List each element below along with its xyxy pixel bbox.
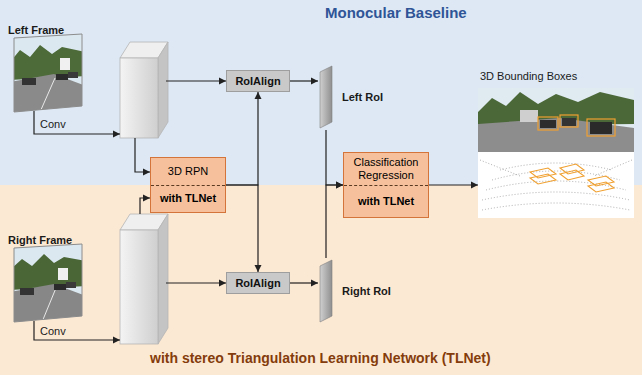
roialign-box: RoIAlign: [226, 272, 290, 294]
node-sublabel: with TLNet: [151, 185, 225, 213]
node-label: Right RoI: [342, 285, 391, 298]
node-label: Left RoI: [342, 91, 383, 104]
flow-arrow: [326, 185, 343, 258]
roi-slab: [320, 66, 332, 128]
node-label: RoIAlign: [235, 277, 280, 290]
feature-map: [120, 214, 168, 344]
flow-arrow: [226, 185, 258, 272]
node-label: 3D Bounding Boxes: [478, 70, 636, 83]
node-label: Left Frame: [6, 24, 64, 37]
flow-arrow: [290, 80, 318, 81]
frame-image: [10, 30, 86, 114]
feature-map: [120, 42, 168, 138]
region-title: Monocular Baseline: [325, 4, 467, 22]
node-label: 3D RPN: [151, 158, 225, 185]
region-title: with stereo Triangulation Learning Netwo…: [150, 350, 491, 367]
conv-arrow: [34, 81, 226, 340]
frame-image: [10, 240, 86, 324]
result-image: [478, 88, 634, 218]
region-band: Monocular BaselineLeft FrameRoIAlignLeft…: [0, 0, 642, 185]
flow-arrow: [326, 130, 343, 185]
flow-arrow: [226, 92, 258, 185]
head-box: Classification Regressionwith TLNet: [343, 152, 429, 218]
operation-label: Conv: [40, 118, 66, 131]
roi-feature: Left RoI: [318, 64, 406, 130]
input-frame: Right Frame: [6, 230, 90, 324]
roialign-box: RoIAlign: [226, 70, 290, 92]
node-sublabel: with TLNet: [344, 185, 428, 218]
roi-slab: [320, 260, 332, 322]
flow-arrow: [429, 184, 478, 185]
region-band: with stereo Triangulation Learning Netwo…: [0, 185, 642, 375]
flow-arrow: [290, 282, 318, 283]
roi-feature: Right RoI: [318, 258, 406, 324]
node-label: Right Frame: [6, 234, 72, 247]
operation-label: Conv: [40, 325, 66, 338]
node-label: RoIAlign: [235, 75, 280, 88]
rpn-box: 3D RPNwith TLNet: [150, 157, 226, 213]
output-image: 3D Bounding Boxes: [478, 70, 636, 220]
node-label: Classification Regression: [344, 153, 428, 185]
input-frame: Left Frame: [6, 20, 90, 114]
